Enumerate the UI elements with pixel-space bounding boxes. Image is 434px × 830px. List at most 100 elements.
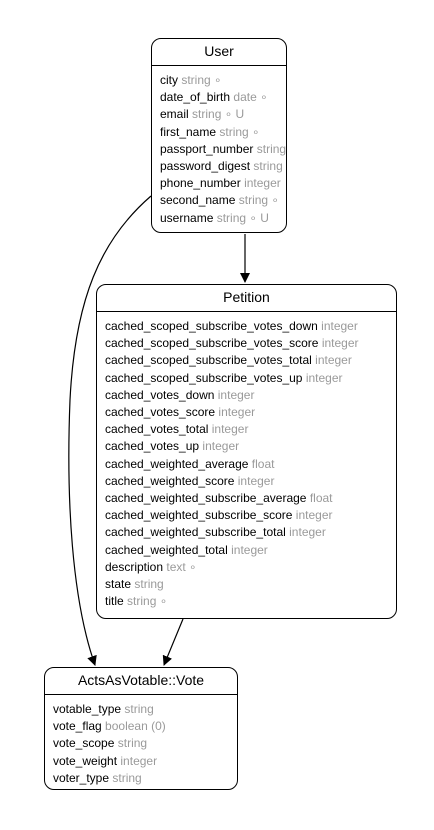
attribute-row: cached_weighted_subscribe_score integer bbox=[105, 507, 396, 524]
attribute-type: string bbox=[112, 770, 142, 785]
attribute-row: date_of_birth date ∘ bbox=[160, 89, 286, 106]
attribute-name: votable_type bbox=[53, 702, 122, 716]
attribute-name: title bbox=[105, 594, 124, 609]
attribute-row: email string ∘ U bbox=[160, 106, 286, 123]
attribute-name: cached_scoped_subscribe_votes_score bbox=[105, 336, 319, 351]
attribute-type: integer bbox=[237, 473, 275, 488]
attribute-row: cached_scoped_subscribe_votes_score inte… bbox=[105, 335, 396, 352]
attribute-name: city bbox=[160, 73, 178, 87]
attribute-type: integer bbox=[231, 542, 268, 557]
attribute-type: string ∘ U bbox=[192, 107, 245, 122]
attribute-type: integer bbox=[211, 422, 249, 437]
entity-title: User bbox=[152, 39, 286, 66]
attribute-row: vote_weight integer bbox=[53, 753, 237, 770]
attribute-row: passport_number string ∘ U bbox=[160, 141, 286, 158]
entity-petition: Petition cached_scoped_subscribe_votes_d… bbox=[96, 284, 397, 619]
attribute-type: string bbox=[134, 577, 164, 592]
attribute-row: cached_scoped_subscribe_votes_up integer bbox=[105, 370, 396, 387]
entity-title: ActsAsVotable::Vote bbox=[45, 668, 237, 695]
attribute-row: cached_weighted_average float bbox=[105, 456, 396, 473]
attribute-type: integer bbox=[120, 753, 158, 768]
attribute-row: description text ∘ bbox=[105, 559, 396, 576]
attribute-row: cached_scoped_subscribe_votes_total inte… bbox=[105, 352, 396, 369]
attribute-type: text ∘ bbox=[166, 559, 197, 574]
attribute-row: cached_scoped_subscribe_votes_down integ… bbox=[105, 318, 396, 335]
attribute-type: integer bbox=[218, 405, 256, 420]
attribute-name: vote_weight bbox=[53, 753, 118, 768]
attribute-row: title string ∘ bbox=[105, 593, 396, 610]
attribute-row: first_name string ∘ bbox=[160, 124, 286, 141]
attribute-row: cached_votes_total integer bbox=[105, 421, 396, 438]
attribute-row: second_name string ∘ bbox=[160, 192, 286, 209]
attribute-name: cached_votes_up bbox=[105, 439, 200, 454]
attribute-row: cached_votes_down integer bbox=[105, 387, 396, 404]
attribute-name: email bbox=[160, 107, 189, 122]
attribute-type: integer bbox=[202, 439, 240, 454]
attribute-name: cached_weighted_subscribe_average bbox=[105, 491, 307, 506]
attribute-name: password_digest bbox=[160, 159, 251, 174]
attribute-type: string ∘ bbox=[181, 73, 222, 87]
attribute-type: integer bbox=[315, 353, 352, 368]
attribute-row: cached_weighted_score integer bbox=[105, 473, 396, 490]
attribute-type: float bbox=[309, 491, 333, 506]
attribute-type: string ∘ U bbox=[256, 141, 287, 156]
attribute-row: cached_weighted_total integer bbox=[105, 542, 396, 559]
attribute-name: cached_votes_total bbox=[105, 422, 209, 437]
attribute-row: cached_weighted_subscribe_average float bbox=[105, 490, 396, 507]
attribute-name: first_name bbox=[160, 124, 217, 139]
entity-title: Petition bbox=[97, 285, 396, 312]
attribute-row: vote_scope string bbox=[53, 735, 237, 752]
attribute-name: vote_flag bbox=[53, 719, 102, 734]
attribute-type: string bbox=[253, 159, 283, 174]
attribute-type: string bbox=[117, 736, 148, 751]
attribute-name: cached_votes_down bbox=[105, 387, 215, 402]
attribute-row: cached_votes_score integer bbox=[105, 404, 396, 421]
attribute-type: integer bbox=[305, 370, 343, 385]
attribute-row: cached_votes_up integer bbox=[105, 438, 396, 455]
attribute-name: cached_scoped_subscribe_votes_total bbox=[105, 353, 312, 368]
attribute-type: integer bbox=[289, 525, 326, 540]
attribute-name: cached_weighted_total bbox=[105, 542, 228, 557]
attribute-type: integer ∘ bbox=[244, 176, 287, 191]
attribute-name: cached_weighted_subscribe_score bbox=[105, 508, 293, 523]
entity-user: User city string ∘date_of_birth date ∘em… bbox=[151, 38, 287, 233]
attribute-name: state bbox=[105, 577, 132, 592]
attribute-name: cached_weighted_average bbox=[105, 456, 249, 471]
edge-petition-to-vote bbox=[162, 618, 184, 666]
attribute-row: vote_flag boolean (0) bbox=[53, 718, 237, 735]
attribute-name: phone_number bbox=[160, 176, 241, 191]
attribute-list: cached_scoped_subscribe_votes_down integ… bbox=[97, 312, 396, 610]
attribute-name: cached_scoped_subscribe_votes_up bbox=[105, 370, 303, 385]
attribute-row: cached_weighted_subscribe_total integer bbox=[105, 524, 396, 541]
attribute-row: phone_number integer ∘ bbox=[160, 175, 286, 192]
attribute-type: date ∘ bbox=[233, 90, 268, 105]
attribute-name: date_of_birth bbox=[160, 90, 231, 105]
attribute-name: vote_scope bbox=[53, 736, 115, 751]
attribute-type: string ∘ U bbox=[216, 210, 269, 225]
attribute-row: city string ∘ bbox=[160, 72, 286, 89]
attribute-row: username string ∘ U bbox=[160, 210, 286, 227]
attribute-type: integer bbox=[217, 387, 255, 402]
attribute-name: passport_number bbox=[160, 141, 254, 156]
attribute-name: cached_weighted_subscribe_total bbox=[105, 525, 286, 540]
attribute-type: string ∘ bbox=[219, 124, 260, 139]
attribute-name: username bbox=[160, 210, 214, 225]
attribute-name: cached_votes_score bbox=[105, 405, 216, 420]
attribute-name: cached_scoped_subscribe_votes_down bbox=[105, 319, 318, 333]
attribute-name: voter_type bbox=[53, 770, 110, 785]
attribute-row: votable_type string bbox=[53, 701, 237, 718]
attribute-list: city string ∘date_of_birth date ∘email s… bbox=[152, 66, 286, 227]
attribute-type: string bbox=[124, 702, 154, 716]
attribute-name: cached_weighted_score bbox=[105, 473, 235, 488]
attribute-type: integer bbox=[321, 336, 359, 351]
attribute-row: state string bbox=[105, 576, 396, 593]
attribute-type: float bbox=[251, 456, 275, 471]
attribute-name: description bbox=[105, 559, 164, 574]
attribute-row: voter_type string bbox=[53, 770, 237, 787]
attribute-type: integer bbox=[295, 508, 333, 523]
attribute-type: integer bbox=[321, 319, 358, 333]
attribute-type: string ∘ bbox=[238, 193, 279, 208]
